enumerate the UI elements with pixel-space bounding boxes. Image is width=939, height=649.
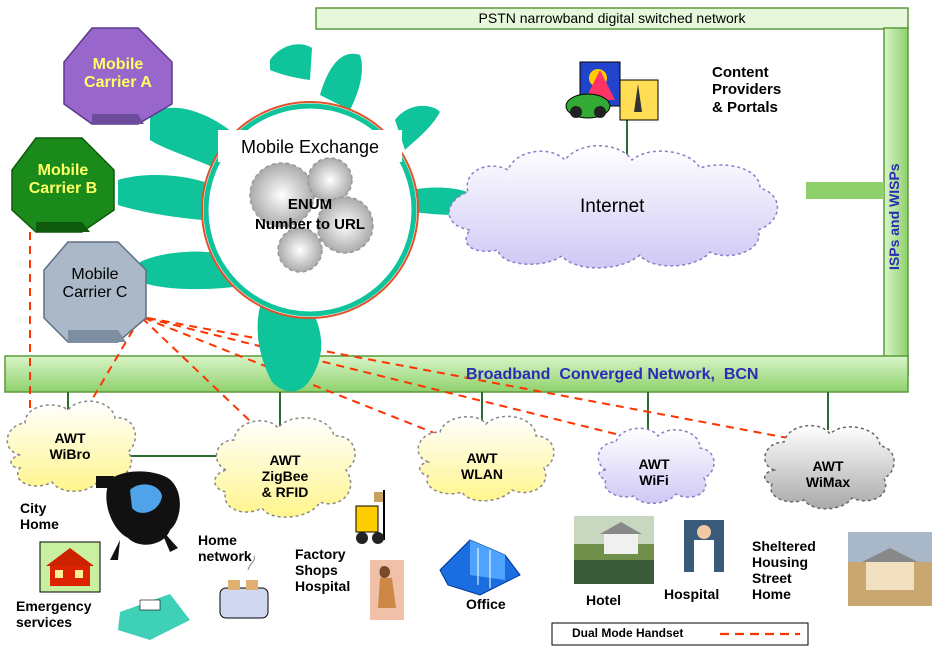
carrier-b-label: Mobile Carrier B — [12, 162, 114, 199]
wimax-line-2: WiMax — [805, 474, 851, 491]
content-line-2: Providers — [712, 81, 782, 99]
internet-label: Internet — [580, 196, 645, 217]
factory-line-2: Shops — [295, 562, 338, 579]
office-building-icon — [439, 539, 521, 596]
home-line: Home — [20, 516, 59, 533]
legend-label: Dual Mode Handset — [572, 626, 684, 640]
zigbee-line-1: AWT — [269, 452, 301, 468]
sheltered-line-3: Street — [752, 570, 792, 587]
carrier-b-shape — [11, 137, 115, 233]
sheltered-line-2: Housing — [752, 554, 808, 571]
hotel-photo — [574, 516, 654, 584]
factory-label: Factory Shops Hospital — [295, 546, 350, 594]
content-providers-image — [565, 61, 659, 121]
office-label: Office — [466, 596, 506, 612]
cloud-connectors — [67, 118, 829, 457]
home-network-line-2: network — [198, 548, 252, 565]
exchange-petals — [118, 44, 477, 392]
zigbee-line-3: & RFID — [261, 484, 309, 501]
internet-cloud — [448, 145, 779, 269]
cloud-zigbee — [214, 417, 356, 518]
sheltered-line-1: Sheltered — [752, 538, 816, 554]
emergency-line-2: services — [16, 614, 73, 631]
bcn-bar — [4, 355, 909, 393]
carrier-a-line-2: Carrier A — [84, 74, 152, 92]
wifi-line-1: AWT — [638, 456, 670, 472]
enum-label: ENUM — [287, 196, 333, 213]
content-providers-label: Content Providers & Portals — [712, 64, 781, 116]
zigbee-line-2: ZigBee — [261, 468, 309, 485]
emergency-line-1: Emergency — [16, 598, 92, 614]
forklift-icon — [355, 490, 385, 544]
carrier-c-shape — [43, 241, 147, 343]
sheltered-label: Sheltered Housing Street Home — [752, 538, 816, 602]
wimax-label: AWT WiMax — [776, 458, 880, 490]
doctor-photo — [684, 520, 724, 572]
factory-line-3: Hospital — [295, 578, 351, 595]
content-line-3: & Portals — [712, 98, 778, 116]
gears-icon — [249, 157, 374, 273]
carrier-b-line-2: Carrier B — [28, 180, 98, 198]
cloud-wimax — [763, 424, 895, 510]
number-to-url-label: Number to URL — [255, 216, 365, 233]
cloud-wifi — [597, 427, 715, 504]
home-network-label: Home network — [198, 532, 252, 564]
bcn-label: Broadband Converged Network, BCN — [466, 366, 759, 383]
emergency-label: Emergency services — [16, 598, 91, 630]
isp-bar — [806, 27, 909, 376]
home-network-line-1: Home — [198, 532, 237, 548]
hotel-label: Hotel — [586, 592, 621, 608]
city-home-figure — [96, 471, 180, 560]
cloud-wlan — [417, 415, 555, 502]
carrier-b-line-1: Mobile — [37, 162, 89, 179]
sheltered-line-4: Home — [752, 586, 791, 603]
wlan-line-2: WLAN — [461, 466, 503, 483]
sheltered-housing-photo — [848, 532, 932, 606]
legend — [551, 622, 809, 646]
wimax-line-1: AWT — [812, 458, 844, 474]
toaster-icon — [219, 555, 269, 619]
wibro-label: AWT WiBro — [22, 430, 118, 462]
wlan-label: AWT WLAN — [432, 450, 532, 482]
cloud-wibro — [6, 400, 137, 493]
isp-label: ISPs and WISPs — [886, 163, 902, 270]
hospital-label: Hospital — [664, 586, 720, 602]
pstn-bar — [315, 7, 909, 30]
carrier-a-shape — [63, 27, 173, 125]
content-line-1: Content — [712, 64, 769, 81]
carrier-c-label: Mobile Carrier C — [44, 266, 146, 303]
pstn-label: PSTN narrowband digital switched network — [478, 10, 746, 26]
city-home-label: City Home — [20, 500, 59, 532]
wifi-label: AWT WiFi — [608, 456, 700, 488]
zigbee-label: AWT ZigBee & RFID — [230, 452, 340, 500]
wlan-line-1: AWT — [466, 450, 498, 466]
carrier-a-line-1: Mobile — [92, 56, 144, 73]
carrier-a-label: Mobile Carrier A — [64, 56, 172, 93]
ambulance-icon — [118, 594, 190, 640]
carrier-c-line-2: Carrier C — [62, 284, 128, 302]
wifi-line-2: WiFi — [639, 472, 669, 489]
shopper-image — [370, 560, 404, 620]
carrier-c-line-1: Mobile — [71, 266, 119, 283]
wibro-line-1: AWT — [54, 430, 86, 446]
mobile-exchange-title: Mobile Exchange — [240, 137, 380, 157]
wibro-line-2: WiBro — [49, 446, 91, 463]
city-line: City — [20, 500, 47, 516]
factory-line-1: Factory — [295, 546, 346, 562]
house-icon — [39, 541, 101, 593]
